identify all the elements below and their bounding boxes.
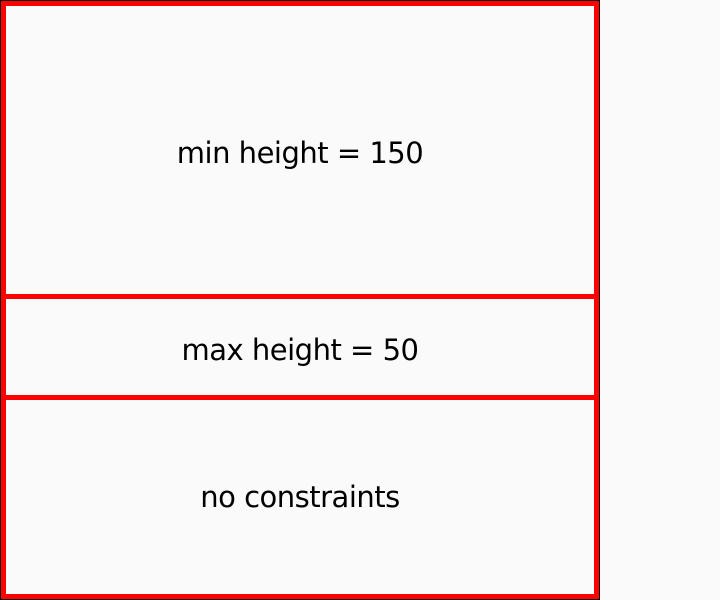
max-height-panel: max height = 50: [1, 294, 599, 405]
no-constraints-label: no constraints: [200, 480, 400, 514]
no-constraints-panel: no constraints: [1, 395, 599, 599]
constraints-frame: min height = 150 max height = 50 no cons…: [0, 0, 600, 600]
max-height-label: max height = 50: [181, 332, 419, 367]
min-height-panel: min height = 150: [1, 1, 599, 304]
min-height-label: min height = 150: [176, 135, 424, 170]
